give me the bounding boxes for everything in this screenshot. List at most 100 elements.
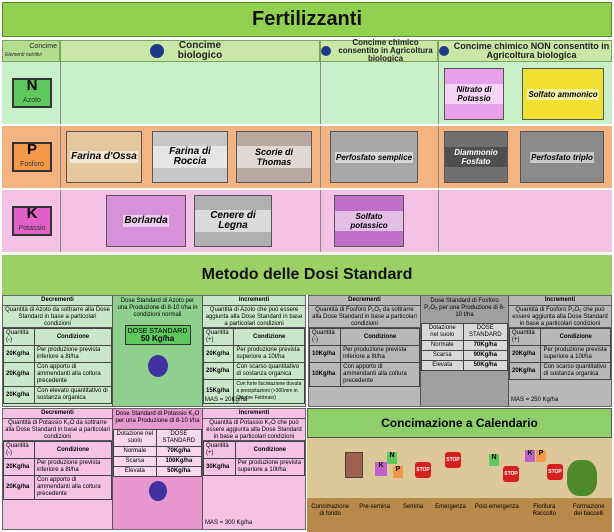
table-cell: 70Kg/ha xyxy=(155,446,203,457)
fertilizer-bag-icon xyxy=(345,452,363,478)
table-cell: Per produzione prevista inferiore a 8t/h… xyxy=(340,345,420,363)
calendar-stages: Concimazione di fondo Pre-semina Semina … xyxy=(307,504,612,518)
solfato-ammonico-bag: Solfato ammonico xyxy=(522,68,604,120)
product-label: Solfato potassico xyxy=(335,211,403,231)
product-label: Nitrato di Potassio xyxy=(445,84,503,104)
product-label: Perfosfato semplice xyxy=(334,151,414,163)
stop-label: STOP xyxy=(446,457,460,463)
table-cell: 50Kg/ha xyxy=(462,360,509,371)
product-label: Farina d'Ossa xyxy=(70,151,138,163)
dose-desc: Dose Standard di Fosforo P₂O₅ per una Pr… xyxy=(424,298,505,318)
chem-ok-header-label: Concime chimico consentito in Agricoltur… xyxy=(338,38,433,63)
decrementi-heading: Decrementi xyxy=(3,409,112,419)
chem-ok-column-header: Concime chimico consentito in Agricoltur… xyxy=(320,38,438,63)
stop-label: STOP xyxy=(548,469,562,475)
mas-label: MAS = 300 Kg/ha xyxy=(205,520,253,526)
potassio-dose: Dose Standard di Potassio K₂O per una Pr… xyxy=(113,409,203,529)
decrementi-desc: Quantità di Potassio K₂O da sottrarre al… xyxy=(3,419,112,441)
corner-top-label: Concime xyxy=(29,43,57,50)
chem-no-header-label: Concime chimico NON consentito in Agrico… xyxy=(453,41,610,60)
potassio-panel: Decrementi Quantità di Potassio K₂O da s… xyxy=(2,408,306,530)
solfato-potassico-bag: Solfato potassico xyxy=(334,195,404,247)
table-cell: Per produzione prevista inferiore a 8t/h… xyxy=(33,345,113,363)
table-cell: Scarsa xyxy=(113,456,157,467)
fosforo-incrementi: Incrementi Quantità di Fosforo P₂O₅ che … xyxy=(508,296,611,406)
calendar-panel: Concimazione a Calendario K N P STOP STO… xyxy=(307,408,612,532)
decrementi-heading: Decrementi xyxy=(309,296,420,306)
nitrato-potassio-bag: Nitrato di Potassio xyxy=(444,68,504,120)
stop-sign-icon: STOP xyxy=(503,466,519,482)
dose-value: 50 Kg/ha xyxy=(140,334,175,343)
table-cell: 20Kg/ha xyxy=(508,345,542,363)
nitrogen-row: N Azoto Nitrato di Potassio Solfato ammo… xyxy=(2,62,612,124)
col-qty: Quantità (-) xyxy=(3,441,35,459)
table-cell: 20Kg/ha xyxy=(3,362,35,387)
mas-label: MAS = 20Kg/ha xyxy=(205,397,248,403)
table-cell: 20Kg/ha xyxy=(3,345,35,363)
organic-column-header: Concime biologico xyxy=(60,40,320,62)
bean-flower-icon xyxy=(147,355,168,377)
dot-header: DOSE STANDARD xyxy=(462,323,509,341)
stage-label: Semina xyxy=(402,504,424,510)
fosforo-dose: Dose Standard di Fosforo P₂O₅ per una Pr… xyxy=(421,296,509,406)
stop-sign-icon: STOP xyxy=(445,452,461,468)
decrementi-desc: Quantità di Azoto da sottrarre alla Dose… xyxy=(3,306,112,328)
table-cell: 50Kg/ha xyxy=(155,466,203,477)
table-cell: Per produzione prevista superiore a 10t/… xyxy=(233,345,305,363)
nutrient-name: Azoto xyxy=(23,97,41,104)
phosphorus-tag: P Fosforo xyxy=(12,142,52,172)
table-cell: Con apporto di ammendanti alla coltura p… xyxy=(33,475,113,500)
k-tag-icon: K xyxy=(375,462,387,476)
table-cell: Per produzione prevista inferiore a 8t/h… xyxy=(33,458,113,476)
col-cond: Condizione xyxy=(33,328,113,346)
table-cell: Con apporto di ammendanti alla coltura p… xyxy=(340,362,420,387)
bean-flower-icon xyxy=(148,481,167,501)
table-cell: Con forte lisciviazione dovuta a precipi… xyxy=(233,379,305,404)
dose-box: DOSE STANDARD 50 Kg/ha xyxy=(124,325,191,345)
stage-label: Post-emergenza xyxy=(474,504,519,510)
col-cond: Condizione xyxy=(340,328,420,346)
incrementi-desc: Quantità di Fosforo P₂O₅ che può essere … xyxy=(509,306,611,328)
product-label: Diammonio Fosfato xyxy=(445,147,507,167)
incrementi-desc: Quantità di Potassio K₂O che può essere … xyxy=(203,419,305,441)
table-cell: 15Kg/ha xyxy=(202,379,235,404)
stage-label: Pre-semina xyxy=(359,504,390,510)
corner-header: Concime Elementi nutritivi xyxy=(2,40,60,62)
n-tag-icon: N xyxy=(489,454,499,466)
potassium-tag: K Potassio xyxy=(12,206,52,236)
farina-ossa-bag: Farina d'Ossa xyxy=(66,131,142,183)
stop-sign-icon: STOP xyxy=(547,464,563,480)
col-qty: Quantità (+) xyxy=(202,328,235,346)
perfosfato-semplice-bag: Perfosfato semplice xyxy=(330,131,418,183)
potassio-decrementi: Decrementi Quantità di Potassio K₂O da s… xyxy=(3,409,113,529)
corner-bottom-label: Elementi nutritivi xyxy=(5,52,42,58)
table-cell: Per produzione prevista superiore a 10t/… xyxy=(540,345,611,363)
table-cell: 10Kg/ha xyxy=(308,362,342,387)
stop-sign-icon: STOP xyxy=(415,462,431,478)
eu-organic-logo-icon xyxy=(321,46,331,56)
incrementi-desc: Quantità di Azoto che può essere aggiunt… xyxy=(203,306,305,328)
incrementi-heading: Incrementi xyxy=(509,296,611,306)
stage-label: Concimazione di fondo xyxy=(311,504,350,517)
chem-no-column-header: Concime chimico NON consentito in Agrico… xyxy=(438,40,612,62)
p-tag-icon: P xyxy=(393,466,403,478)
col-cond: Condizione xyxy=(233,328,305,346)
decrementi-heading: Decrementi xyxy=(3,296,112,306)
section-title-metodo: Metodo delle Dosi Standard xyxy=(2,255,612,295)
diammonio-fosfato-bag: Diammonio Fosfato xyxy=(444,131,508,183)
col-qty: Quantità (-) xyxy=(308,328,342,346)
col-qty: Quantità (-) xyxy=(3,328,35,346)
calendar-title: Concimazione a Calendario xyxy=(307,408,612,438)
fosforo-decrementi: Decrementi Quantità di Fosforo P₂O₅ da s… xyxy=(308,296,421,406)
nutrient-letter: P xyxy=(26,141,37,158)
mas-label: MAS = 250 Kg/ha xyxy=(511,397,559,403)
dose-label: DOSE STANDARD xyxy=(127,328,188,335)
table-cell: Con scarso quantitativo di sostanza orga… xyxy=(540,362,611,380)
dot-header: DOSE STANDARD xyxy=(155,429,203,447)
